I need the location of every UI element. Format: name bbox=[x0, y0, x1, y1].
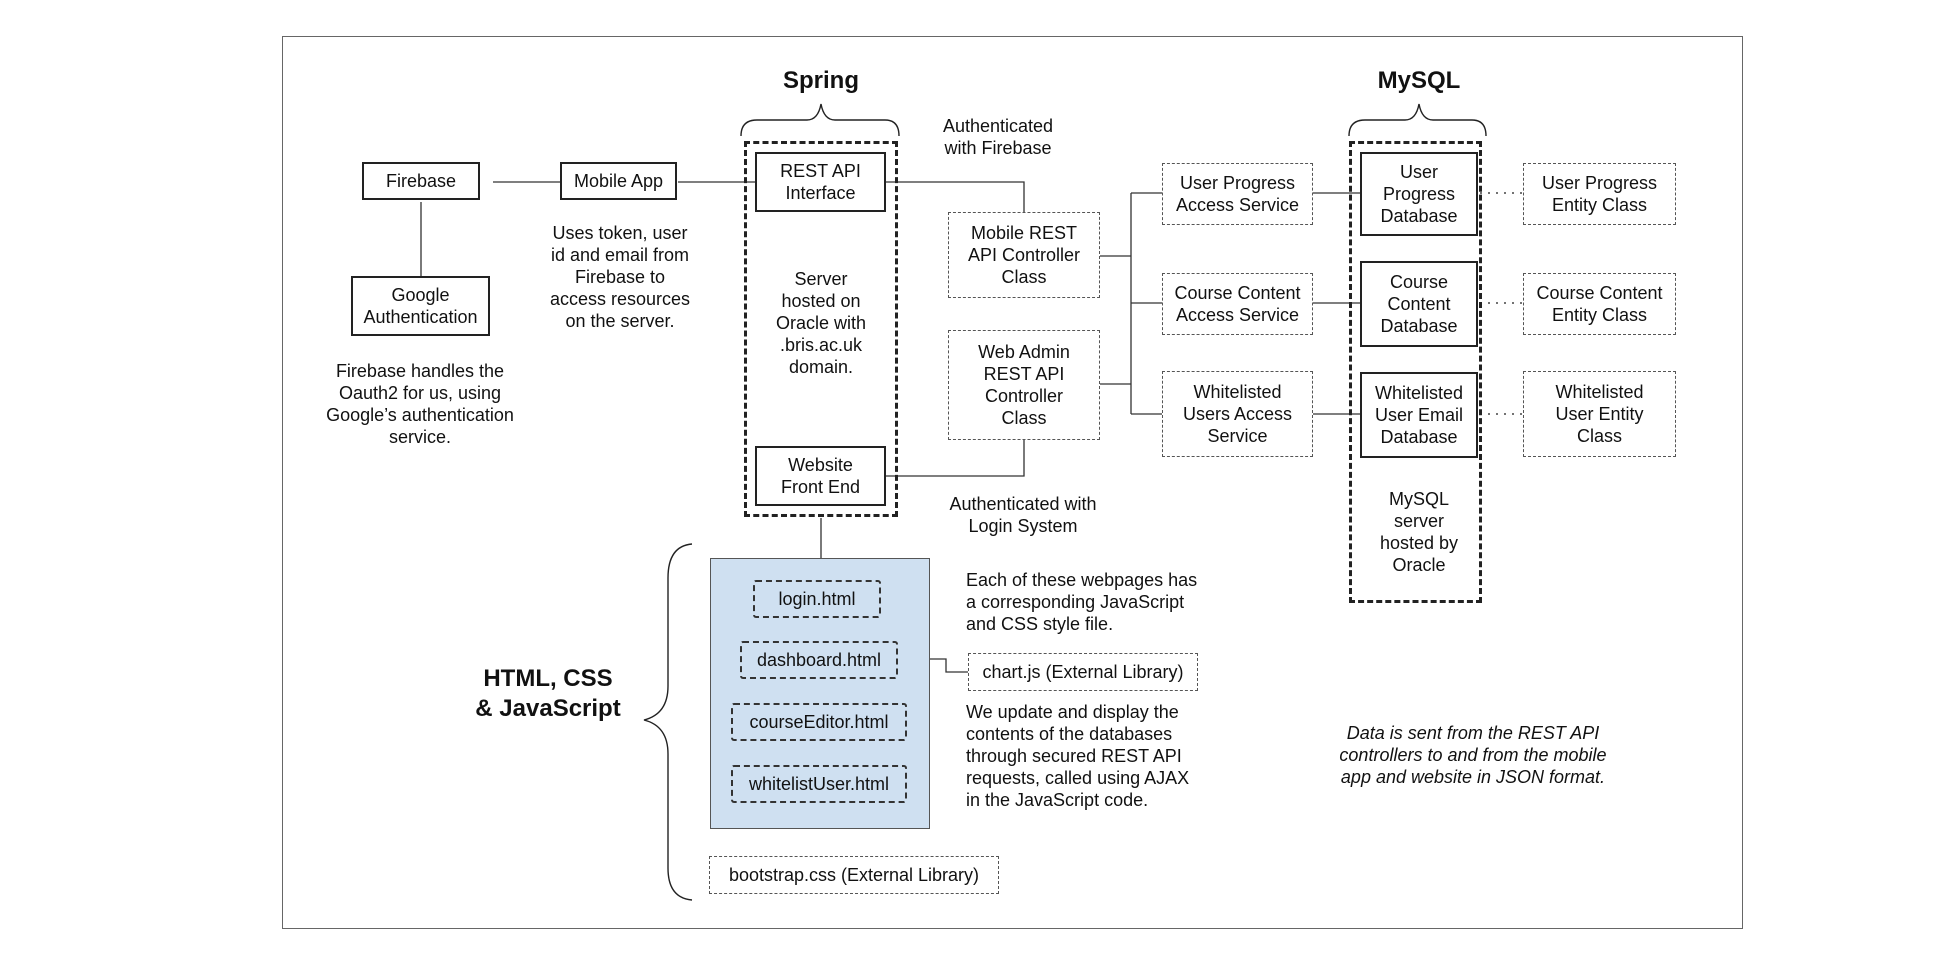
website-front-end-node: Website Front End bbox=[755, 446, 886, 506]
user-progress-service-node: User Progress Access Service bbox=[1162, 163, 1313, 225]
bootstrap-node: bootstrap.css (External Library) bbox=[709, 856, 999, 894]
note-mysql-hosted: MySQL server hosted by Oracle bbox=[1379, 489, 1459, 575]
diagram-frame bbox=[282, 36, 1743, 929]
google-auth-node: Google Authentication bbox=[351, 276, 490, 336]
course-content-db-node: Course Content Database bbox=[1360, 261, 1478, 347]
whitelisted-entity-node: Whitelisted User Entity Class bbox=[1523, 371, 1676, 457]
course-editor-html-node: courseEditor.html bbox=[731, 703, 907, 741]
whitelisted-db-node: Whitelisted User Email Database bbox=[1360, 372, 1478, 458]
spring-brace bbox=[740, 103, 900, 137]
note-webpages: Each of these webpages has a correspondi… bbox=[966, 570, 1198, 634]
dashboard-html-node: dashboard.html bbox=[740, 641, 898, 679]
note-server-hosted: Server hosted on Oracle with .bris.ac.uk… bbox=[775, 269, 867, 377]
web-admin-controller-node: Web Admin REST API Controller Class bbox=[948, 330, 1100, 440]
note-auth-login: Authenticated with Login System bbox=[949, 494, 1097, 536]
mobile-controller-node: Mobile REST API Controller Class bbox=[948, 212, 1100, 298]
mysql-title: MySQL bbox=[1377, 67, 1461, 94]
web-files-panel bbox=[710, 558, 930, 829]
edge-website-webadmin bbox=[886, 440, 1025, 477]
course-content-entity-node: Course Content Entity Class bbox=[1523, 273, 1676, 335]
login-html-node: login.html bbox=[753, 580, 881, 618]
note-firebase-oauth: Firebase handles the Oauth2 for us, usin… bbox=[326, 361, 514, 447]
note-update-display: We update and display the contents of th… bbox=[966, 702, 1190, 810]
mysql-region bbox=[1349, 141, 1482, 603]
edge-rest-mobile-controller bbox=[886, 181, 1025, 212]
user-progress-entity-node: User Progress Entity Class bbox=[1523, 163, 1676, 225]
rest-api-interface-node: REST API Interface bbox=[755, 152, 886, 212]
web-brace bbox=[643, 543, 693, 901]
spring-region bbox=[744, 141, 898, 517]
mysql-brace bbox=[1348, 103, 1487, 137]
whitelist-user-html-node: whitelistUser.html bbox=[731, 765, 907, 803]
note-mobile-token: Uses token, user id and email from Fireb… bbox=[549, 223, 691, 331]
chartjs-node: chart.js (External Library) bbox=[968, 653, 1198, 691]
firebase-node: Firebase bbox=[362, 162, 480, 200]
user-progress-db-node: User Progress Database bbox=[1360, 152, 1478, 236]
note-json-format: Data is sent from the REST API controlle… bbox=[1339, 723, 1607, 787]
spring-title: Spring bbox=[783, 67, 859, 94]
note-auth-firebase: Authenticated with Firebase bbox=[942, 116, 1054, 158]
course-content-service-node: Course Content Access Service bbox=[1162, 273, 1313, 335]
web-title: HTML, CSS & JavaScript bbox=[475, 665, 621, 722]
mobile-app-node: Mobile App bbox=[560, 162, 677, 200]
whitelisted-service-node: Whitelisted Users Access Service bbox=[1162, 371, 1313, 457]
